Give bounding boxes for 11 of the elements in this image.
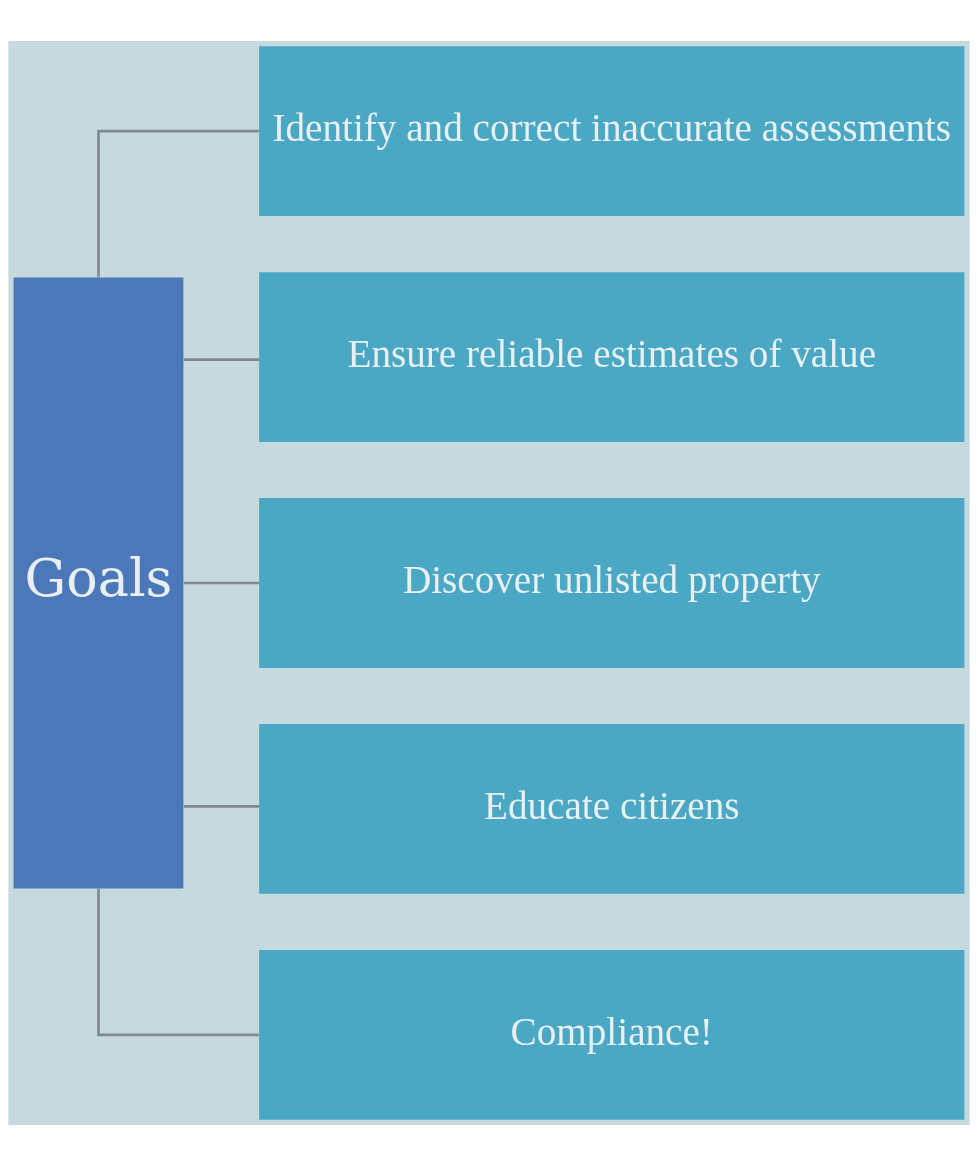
node-box: Ensure reliable estimates of value — [259, 272, 965, 442]
connector — [183, 581, 260, 585]
node-box: Compliance! — [259, 950, 965, 1120]
node-box: Goals — [13, 277, 184, 889]
connector — [183, 358, 260, 361]
node-box: Discover unlisted property — [259, 498, 965, 668]
node-box: Educate citizens — [259, 724, 965, 894]
node-box: Identify and correct inaccurate assessments — [259, 46, 965, 216]
connector — [97, 888, 259, 1037]
connector — [97, 129, 259, 278]
connector — [183, 805, 260, 808]
